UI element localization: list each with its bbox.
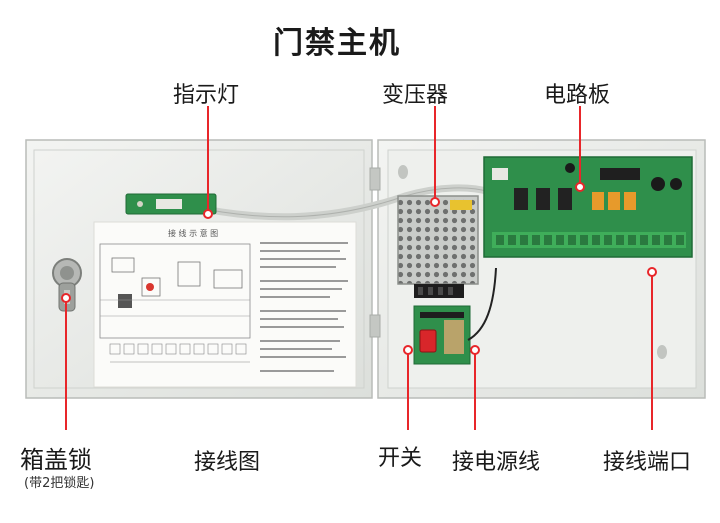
label-switch: 开关 <box>378 446 423 471</box>
power-cable <box>467 267 497 341</box>
door-hinges <box>369 167 381 338</box>
label-circuit-board: 电路板 <box>544 83 611 108</box>
indicator-light-board <box>125 193 217 215</box>
label-wiring-diagram: 接线图 <box>194 450 261 475</box>
page-title: 门禁主机 <box>273 26 401 61</box>
diagram-heading: 接 线 示 意 图 <box>168 228 218 238</box>
wiring-diagram-sheet: 接 线 示 意 图 <box>93 221 357 388</box>
label-power-line: 接电源线 <box>452 450 541 475</box>
leader-lines <box>65 106 653 430</box>
label-box-lock-note: (带2把锁匙) <box>24 476 95 491</box>
leader-dots <box>61 182 657 355</box>
label-indicator-light: 指示灯 <box>173 83 240 108</box>
transformer <box>397 195 479 298</box>
power-switch-board <box>413 305 471 365</box>
circuit-board <box>483 156 693 258</box>
label-transformer: 变压器 <box>382 83 449 108</box>
label-box-lock: 箱盖锁 <box>20 446 92 474</box>
label-terminal: 接线端口 <box>603 450 692 475</box>
